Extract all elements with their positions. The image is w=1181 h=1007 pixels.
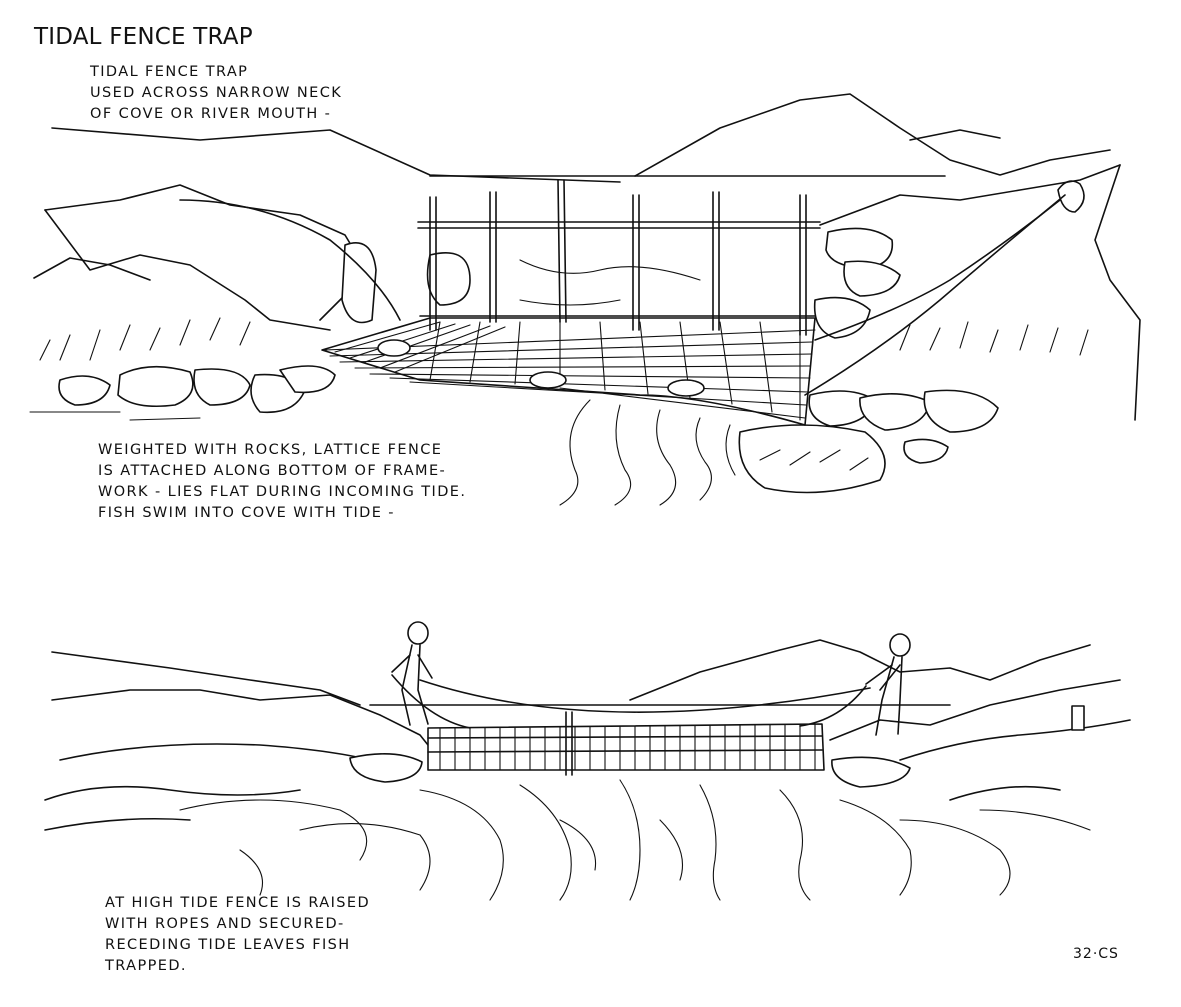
raised-fence-illustration bbox=[44, 621, 1131, 901]
water-outflow bbox=[519, 259, 736, 506]
left-shore bbox=[29, 184, 471, 421]
right-shore bbox=[738, 164, 1141, 494]
mountains bbox=[51, 93, 1111, 183]
raising-ropes bbox=[391, 674, 871, 729]
page-number: 32·CS bbox=[1073, 946, 1119, 962]
person-left bbox=[391, 621, 433, 726]
left-shore-bottom bbox=[44, 689, 441, 831]
caption-top: TIDAL FENCE TRAP USED ACROSS NARROW NECK… bbox=[90, 64, 343, 122]
right-shore-bottom bbox=[829, 679, 1131, 801]
water-currents bbox=[179, 779, 1091, 901]
trap-frame bbox=[417, 179, 821, 336]
lowered-fence-illustration bbox=[29, 93, 1141, 506]
mountains-bottom bbox=[51, 639, 1091, 706]
lattice-fence-raised bbox=[427, 711, 825, 776]
page-title: TIDAL FENCE TRAP bbox=[34, 24, 253, 50]
lattice-fence-flat bbox=[321, 315, 816, 426]
caption-middle: WEIGHTED WITH ROCKS, LATTICE FENCE IS AT… bbox=[98, 442, 467, 521]
ropes bbox=[179, 180, 1085, 396]
caption-bottom: AT HIGH TIDE FENCE IS RAISED WITH ROPES … bbox=[105, 895, 371, 974]
person-right bbox=[865, 633, 911, 736]
